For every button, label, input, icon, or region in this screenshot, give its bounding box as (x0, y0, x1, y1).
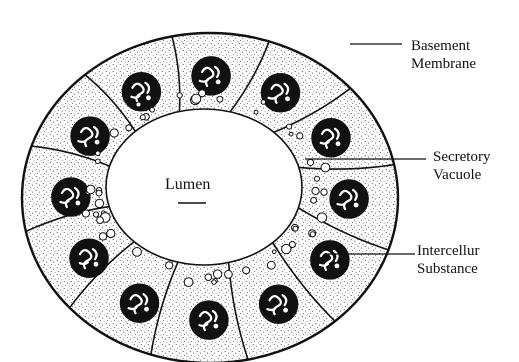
secretory-vacuole (136, 102, 141, 107)
secretory-vacuole (312, 187, 319, 194)
secretory-vacuole (307, 159, 313, 165)
secretory-vacuole (254, 110, 258, 114)
secretory-vacuole (272, 250, 276, 254)
secretory-vacuole-label-line2: Vacuole (433, 167, 482, 183)
cell-nucleus (71, 117, 109, 155)
basement-membrane-label-line2: Membrane (411, 56, 476, 72)
secretory-vacuole (82, 210, 89, 217)
secretory-vacuole (287, 124, 292, 129)
secretory-vacuole (107, 229, 115, 237)
secretory-vacuole (267, 261, 275, 269)
secretory-vacuole (96, 151, 101, 156)
secretory-vacuole (243, 267, 250, 274)
secretory-vacuole (99, 233, 106, 240)
cell-nucleus (121, 284, 159, 322)
secretory-vacuole (315, 176, 320, 181)
secretory-vacuole (192, 94, 201, 103)
cell-nucleus (311, 241, 349, 279)
secretory-vacuole (311, 197, 317, 203)
secretory-vacuole (321, 189, 327, 195)
secretory-vacuole (93, 212, 98, 217)
secretory-vacuole (297, 133, 303, 139)
secretory-vacuole (321, 163, 330, 172)
cell-nucleus (190, 301, 228, 339)
secretory-vacuole (289, 132, 293, 136)
intercellular-substance-label-line2: Substance (417, 261, 478, 277)
secretory-vacuole (86, 185, 95, 194)
secretory-vacuole (289, 242, 295, 248)
secretory-vacuole (150, 108, 155, 113)
secretory-vacuole (110, 129, 118, 137)
secretory-vacuole (217, 96, 223, 102)
intercellular-substance-label-line1: Intercellur (417, 243, 479, 259)
secretory-vacuole (205, 274, 212, 281)
secretory-vacuole (225, 270, 233, 278)
secretory-vacuole (213, 270, 221, 278)
lumen-label: Lumen (165, 176, 210, 193)
secretory-vacuole (97, 217, 104, 224)
secretory-vacuole-label-line1: Secretory (433, 149, 491, 165)
cell-nucleus (260, 285, 298, 323)
basement-membrane-label-line1: Basement (411, 38, 471, 54)
secretory-vacuole (96, 190, 102, 196)
secretory-vacuole (96, 159, 101, 164)
secretory-vacuole (293, 226, 298, 231)
cell-nucleus (330, 180, 368, 218)
secretory-vacuole (310, 232, 315, 237)
secretory-vacuole (261, 100, 265, 104)
secretory-vacuole (184, 278, 193, 287)
cell-nucleus (262, 74, 300, 112)
cell-nucleus (312, 119, 350, 157)
secretory-vacuole (140, 115, 145, 120)
secretory-vacuole (166, 262, 173, 269)
secretory-vacuole (317, 213, 326, 222)
cell-nucleus (192, 57, 230, 95)
secretory-vacuole (177, 93, 182, 98)
cell-nucleus (70, 239, 108, 277)
secretory-vacuole (95, 199, 103, 207)
secretory-vacuole (133, 248, 142, 257)
secretory-vacuole (126, 125, 132, 131)
secretory-vacuole (212, 280, 216, 284)
